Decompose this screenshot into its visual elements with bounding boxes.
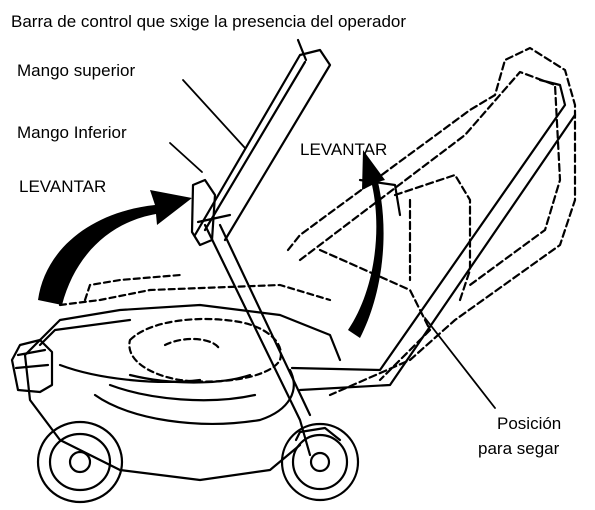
mower-deck — [23, 303, 342, 482]
control-bar-label: Barra de control que sxige la presencia … — [11, 12, 407, 31]
lift-label-left: LEVANTAR — [19, 177, 107, 196]
mowing-handle-frame — [203, 78, 577, 457]
lower-handle-bracket — [190, 178, 232, 247]
leader-lines — [169, 79, 496, 409]
right-wheel — [280, 422, 360, 502]
mowing-position-label-line2: para segar — [478, 439, 560, 458]
front-left-wheel — [10, 338, 54, 394]
lift-label-right: LEVANTAR — [300, 140, 388, 159]
lift-arrow-right — [348, 150, 385, 338]
folded-handle-outline — [286, 46, 577, 397]
engine-outline — [58, 273, 332, 383]
lift-arrow-left — [38, 190, 192, 305]
lower-handle-label: Mango Inferior — [17, 123, 127, 142]
mowing-position-label-line1: Posición — [497, 414, 562, 433]
upper-handle-label: Mango superior — [17, 61, 136, 80]
upper-handle — [193, 38, 332, 242]
left-wheel — [36, 420, 124, 504]
